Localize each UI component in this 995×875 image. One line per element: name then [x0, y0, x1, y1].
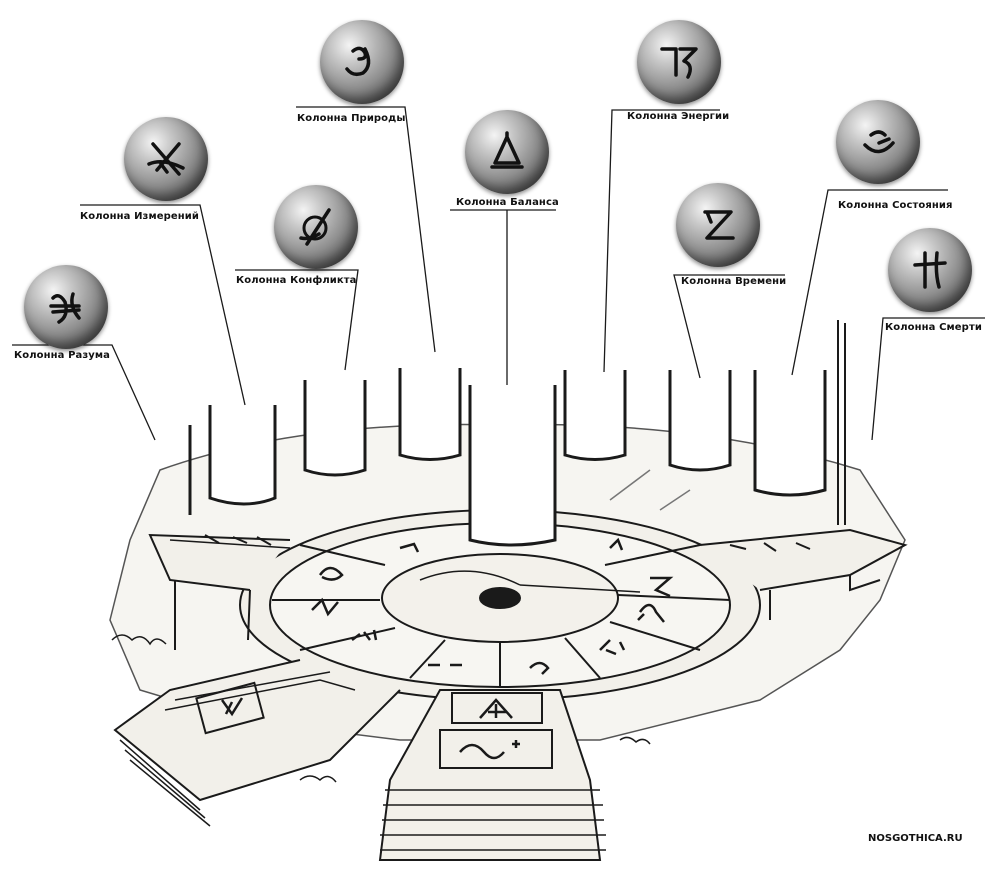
label-energy: Колонна Энергии: [627, 111, 730, 122]
label-balance: Колонна Баланса: [456, 197, 559, 208]
leader-line-dimensions: [80, 204, 246, 406]
death-rune-icon: [888, 228, 972, 312]
leader-line-time: [673, 274, 785, 379]
nature-rune-icon: [320, 20, 404, 104]
label-time: Колонна Времени: [681, 276, 787, 287]
balance-rune-icon: [465, 110, 549, 194]
label-nature: Колонна Природы: [297, 113, 406, 124]
leader-lines: [12, 106, 985, 441]
leader-line-nature: [296, 106, 436, 353]
label-conflict: Колонна Конфликта: [236, 275, 357, 286]
leader-line-death: [871, 317, 985, 441]
dimension-rune-icon: [124, 117, 208, 201]
leader-line-conflict: [235, 269, 359, 371]
leader-line-energy: [603, 109, 720, 373]
label-death: Колонна Смерти: [885, 322, 982, 333]
pillars-platform-sketch: [109, 423, 908, 861]
label-state: Колонна Состояния: [838, 200, 953, 211]
leader-line-mind: [12, 344, 156, 441]
pillars: [188, 320, 846, 547]
state-rune-icon: [836, 100, 920, 184]
conflict-rune-icon: [274, 185, 358, 269]
time-rune-icon: [676, 183, 760, 267]
site-watermark: NOSGOTHICA.RU: [868, 833, 963, 844]
mind-rune-icon: [24, 265, 108, 349]
energy-rune-icon: [637, 20, 721, 104]
label-mind: Колонна Разума: [14, 350, 111, 361]
label-dimensions: Колонна Измерений: [80, 211, 199, 222]
leader-line-state: [791, 189, 948, 376]
